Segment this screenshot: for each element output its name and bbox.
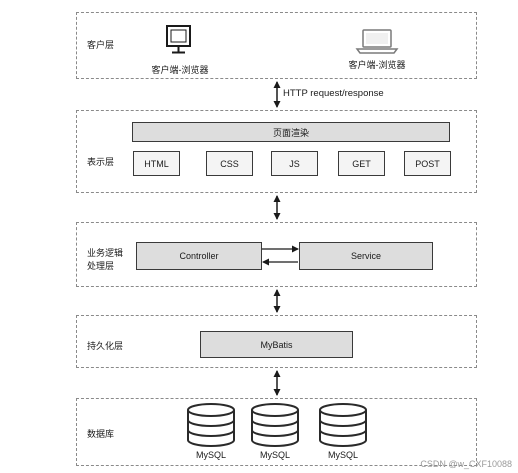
mybatis-box: MyBatis	[200, 331, 353, 358]
laptop-client-caption: 客户端-浏览器	[348, 60, 406, 70]
service-box: Service	[299, 242, 433, 270]
tech-css-box: CSS	[206, 151, 253, 176]
persistence-layer-label: 持久化层	[87, 341, 124, 351]
client-layer: 客户层	[76, 12, 477, 79]
page-render-box: 页面渲染	[132, 122, 450, 142]
tech-get-box: GET	[338, 151, 385, 176]
tech-post-box: POST	[404, 151, 451, 176]
controller-box: Controller	[136, 242, 262, 270]
business-layer-label-line1: 业务逻辑	[87, 248, 124, 258]
presentation-layer-label: 表示层	[87, 157, 115, 167]
http-request-response-label: HTTP request/response	[283, 88, 384, 99]
business-layer-label-line2: 处理层	[87, 261, 115, 271]
tech-js-box: JS	[271, 151, 318, 176]
tech-html-box: HTML	[133, 151, 180, 176]
mysql-label-3: MySQL	[327, 450, 358, 460]
desktop-client-caption: 客户端-浏览器	[151, 65, 209, 75]
watermark: CSDN @w_CXF10088	[420, 459, 512, 469]
mysql-label-1: MySQL	[195, 450, 226, 460]
mysql-label-2: MySQL	[259, 450, 290, 460]
client-layer-label: 客户层	[87, 40, 115, 50]
database-layer-label: 数据库	[87, 429, 115, 439]
